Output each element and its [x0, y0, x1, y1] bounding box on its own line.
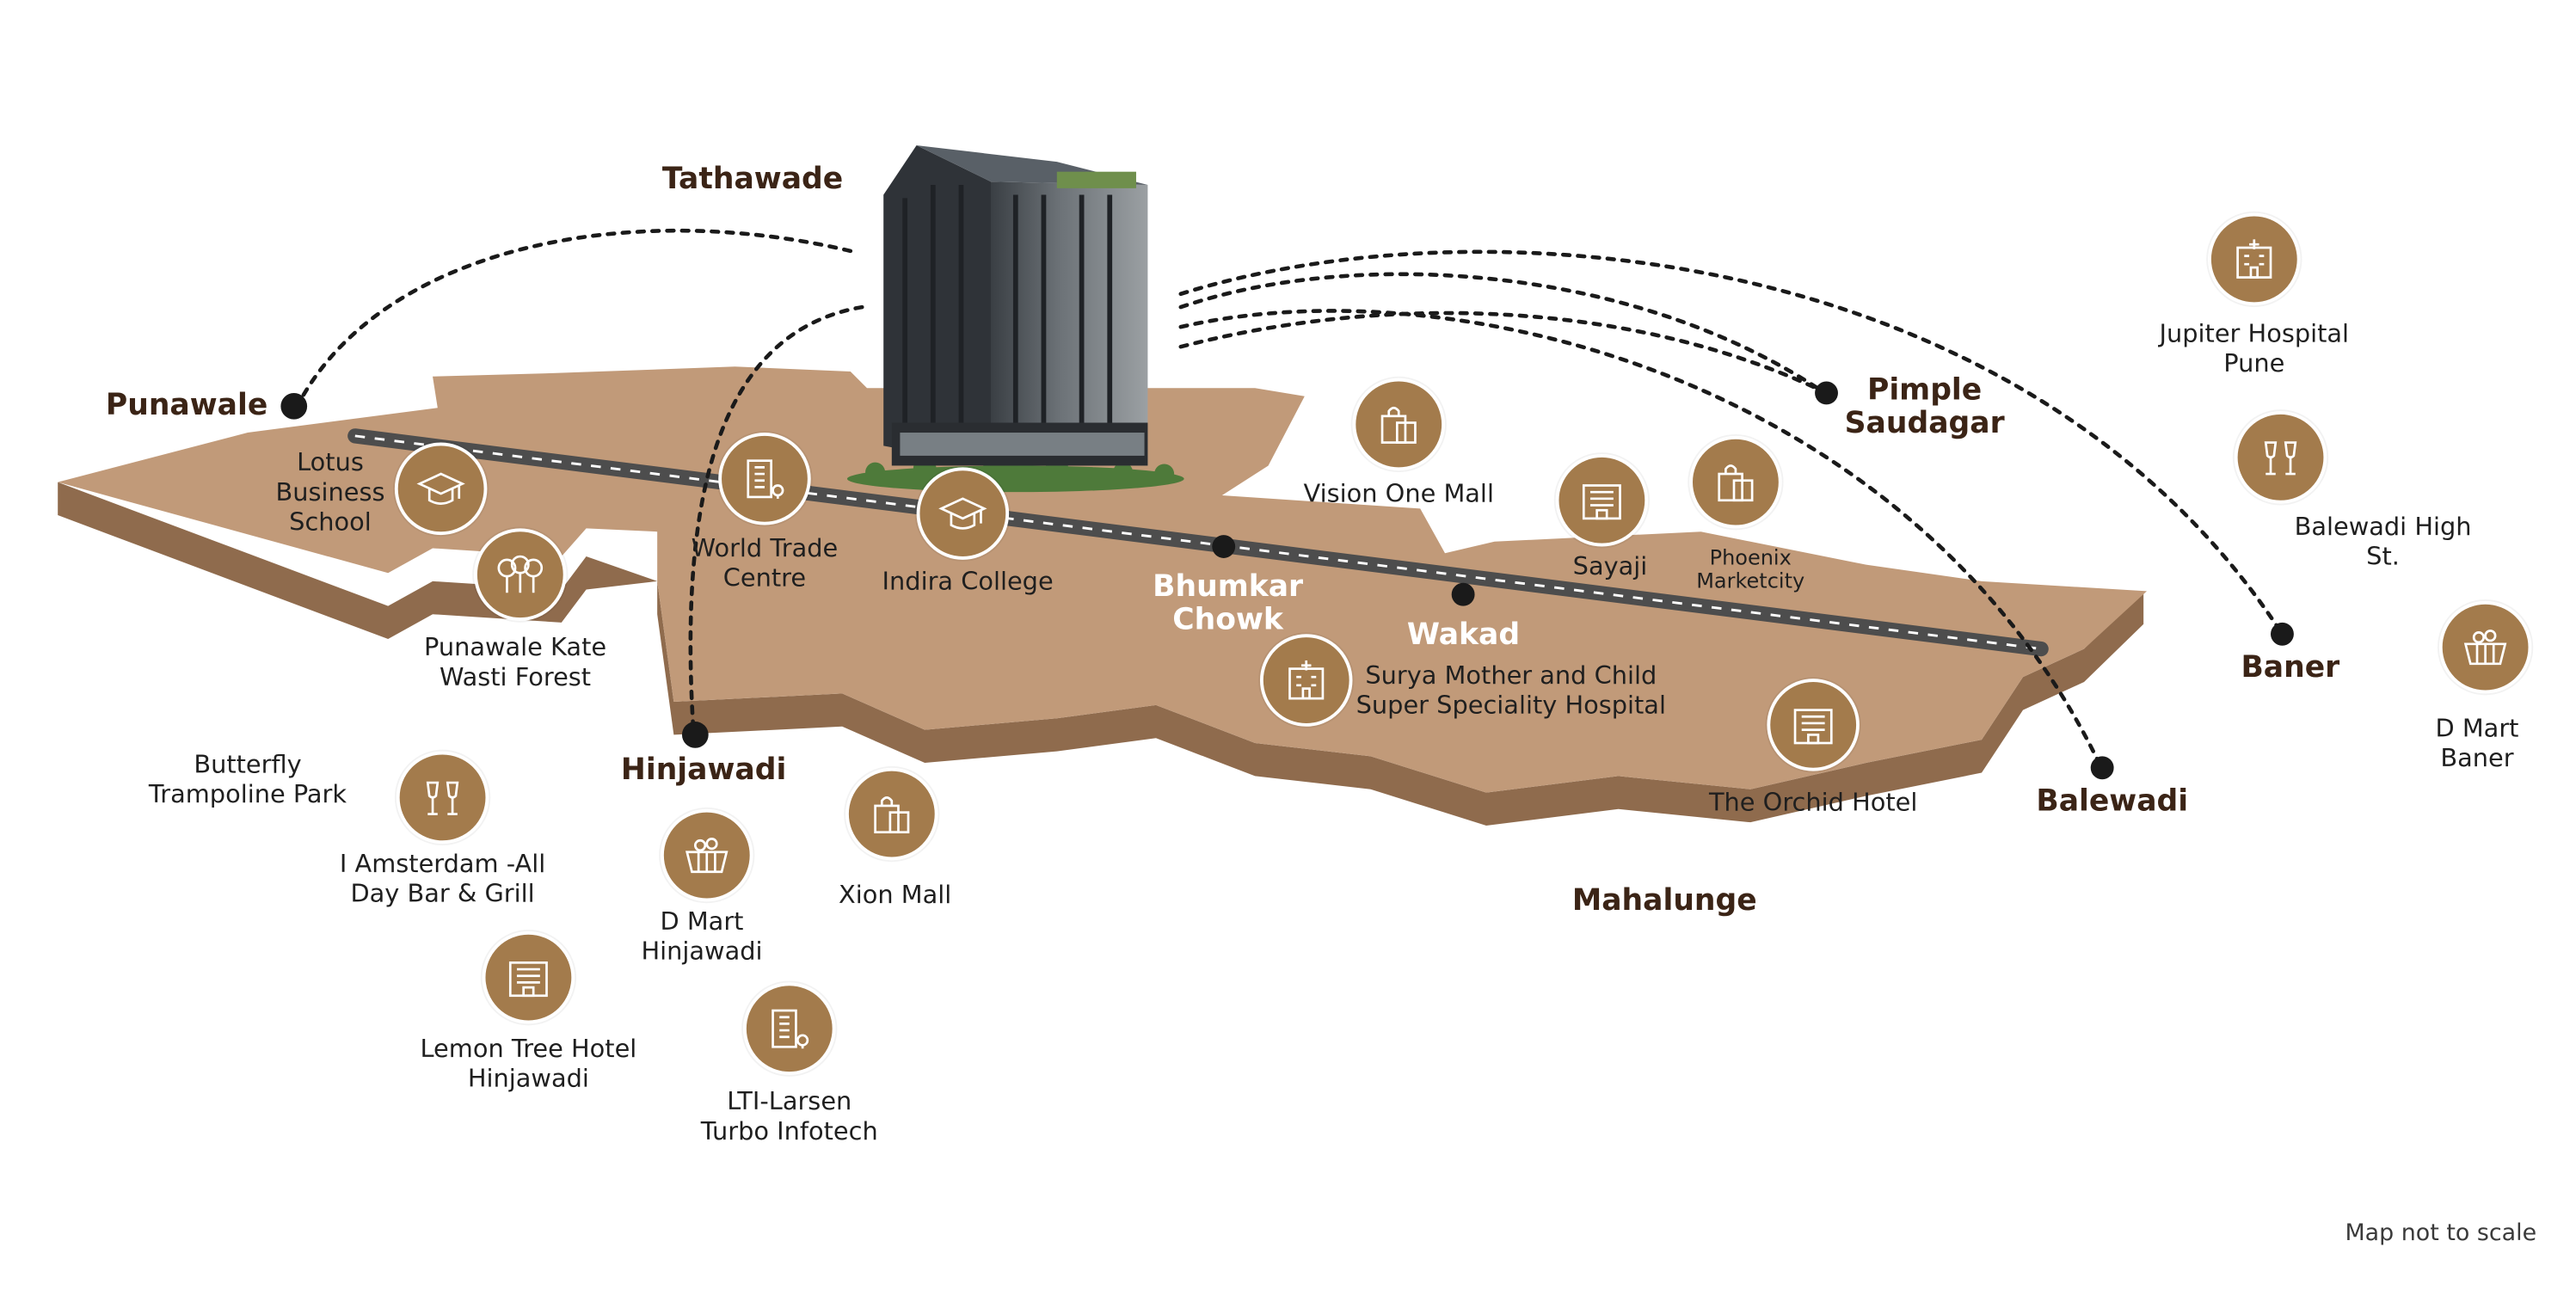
- landmark-label: Butterfly Trampoline Park: [148, 749, 347, 809]
- shopping-bag-icon: [1352, 378, 1445, 471]
- area-hinjawadi: Hinjawadi: [620, 752, 787, 788]
- scale-note: Map not to scale: [2345, 1219, 2537, 1247]
- landmark-label: Phoenix Marketcity: [1696, 544, 1805, 593]
- office-building-icon: [718, 433, 811, 525]
- location-dots: [280, 381, 2294, 780]
- landmark-label: D Mart Baner: [2435, 713, 2519, 773]
- connector-arcs: [295, 228, 2284, 769]
- landmark-label: Jupiter Hospital Pune: [2159, 318, 2350, 378]
- landmark-label: Punawale Kate Wasti Forest: [423, 632, 607, 692]
- land-top: [58, 366, 2148, 793]
- hotel-building-icon: [1767, 679, 1860, 771]
- shopping-bag-icon: [1689, 435, 1782, 529]
- area-tathawade: Tathawade: [661, 162, 844, 197]
- grocery-basket-icon: [661, 808, 753, 902]
- landmark-label: Vision One Mall: [1303, 478, 1494, 509]
- dot-pimple-saudagar: [1815, 381, 1838, 405]
- landmark-label: Surya Mother and Child Super Speciality …: [1356, 660, 1666, 721]
- landmark-label: LTI-Larsen Turbo Infotech: [700, 1086, 878, 1146]
- landmark-label: Balewadi High St.: [2294, 512, 2472, 572]
- landmark-label: Xion Mall: [839, 880, 952, 910]
- landmark-label: I Amsterdam -All Day Bar & Grill: [339, 848, 546, 908]
- area-balewadi: Balewadi: [2036, 784, 2189, 820]
- dot-wakad: [1451, 582, 1475, 606]
- graduation-cap-icon: [916, 467, 1010, 560]
- hotel-building-icon: [1555, 454, 1649, 547]
- hospital-icon: [1259, 634, 1353, 727]
- grocery-basket-icon: [2438, 600, 2532, 694]
- landmark-label: D Mart Hinjawadi: [641, 906, 763, 967]
- dot-hinjawadi: [681, 722, 709, 748]
- cheers-glasses-icon: [2234, 411, 2327, 504]
- landmark-label: Sayaji: [1572, 551, 1648, 581]
- trees-icon: [474, 528, 567, 621]
- landmark-label: Indira College: [882, 566, 1054, 597]
- dot-bhumkar-chowk: [1212, 535, 1236, 558]
- landmark-label: Lemon Tree Hotel Hinjawadi: [420, 1033, 637, 1094]
- cheers-glasses-icon: [396, 751, 489, 845]
- area-bhumkar-chowk: Bhumkar Chowk: [1153, 569, 1304, 638]
- tower-building: [883, 144, 1148, 466]
- shopping-bag-icon: [845, 767, 938, 861]
- office-building-icon: [743, 982, 836, 1075]
- hotel-building-icon: [482, 931, 575, 1024]
- dot-baner: [2271, 622, 2294, 646]
- hospital-icon: [2208, 212, 2301, 306]
- area-wakad: Wakad: [1406, 617, 1521, 653]
- graduation-cap-icon: [394, 442, 488, 536]
- dot-balewadi: [2090, 756, 2114, 780]
- dot-punawale: [280, 392, 308, 420]
- land-side: [58, 482, 2144, 826]
- area-punawale: Punawale: [105, 388, 268, 423]
- landmark-label: The Orchid Hotel: [1708, 787, 1918, 818]
- road-center-dashes: [354, 434, 2042, 650]
- landmark-label: World Trade Centre: [691, 533, 839, 593]
- area-baner: Baner: [2241, 650, 2340, 685]
- area-mahalunge: Mahalunge: [1571, 883, 1757, 918]
- area-pimple-saudagar: Pimple Saudagar: [1844, 372, 2005, 441]
- landmark-label: Lotus Business School: [275, 447, 385, 537]
